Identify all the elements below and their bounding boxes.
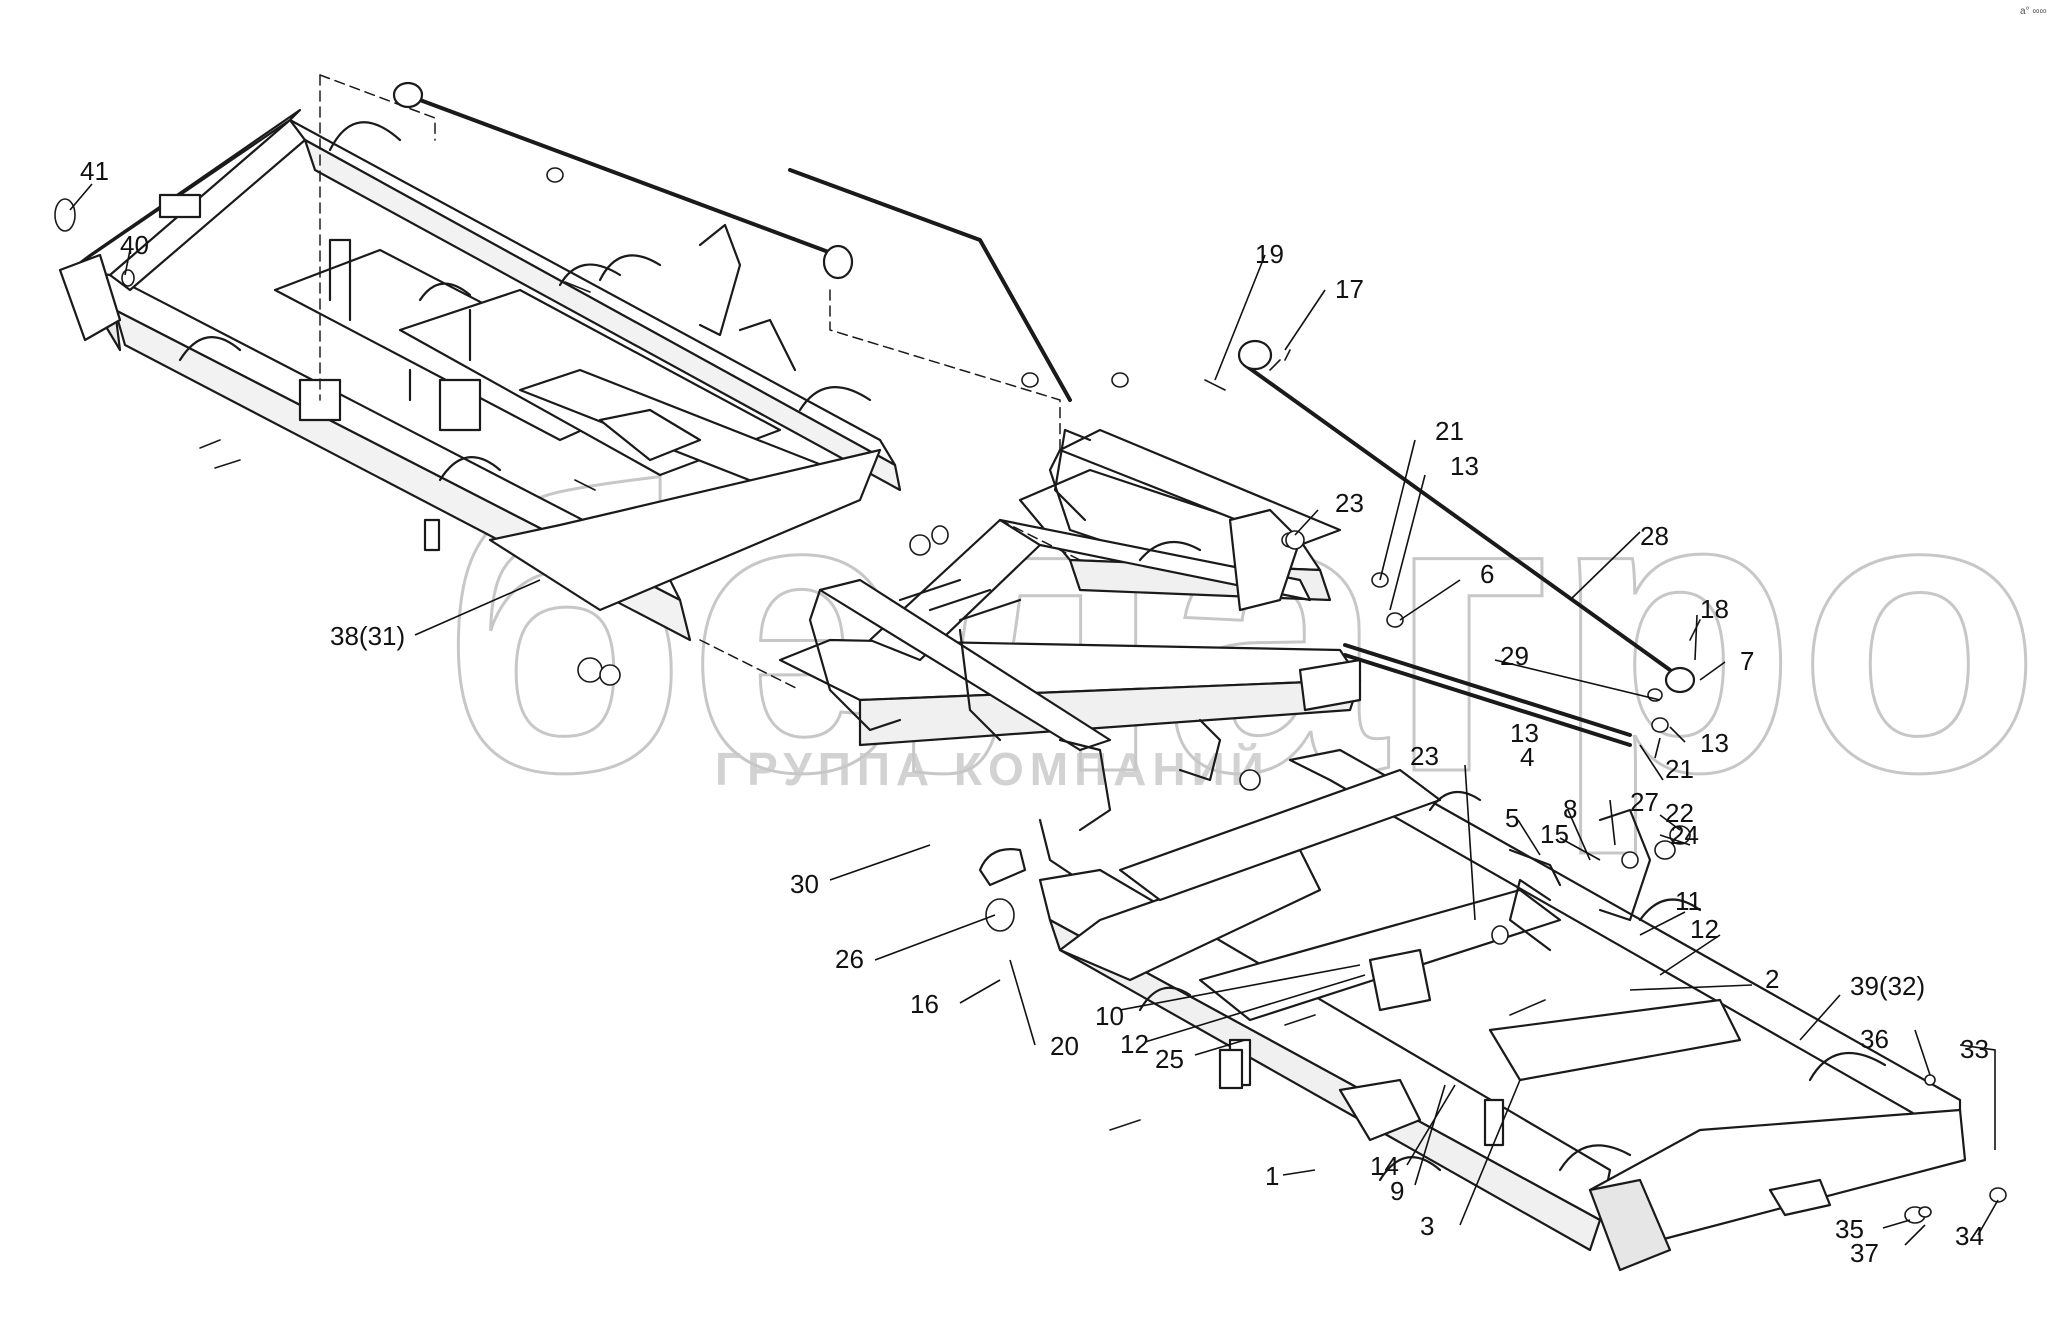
callout-label-6: 6 bbox=[1480, 559, 1494, 589]
callout-label-23a: 23 bbox=[1335, 488, 1364, 518]
callout-label-34: 34 bbox=[1955, 1221, 1984, 1251]
callout-label-21b: 21 bbox=[1665, 754, 1694, 784]
callout-label-3: 3 bbox=[1420, 1211, 1434, 1241]
callout-label-13c: 13 bbox=[1700, 728, 1729, 758]
callout-label-10: 10 bbox=[1095, 1001, 1124, 1031]
callout-label-40: 40 bbox=[120, 230, 149, 260]
frame-drawing bbox=[54, 74, 2007, 1272]
left-frame-section bbox=[58, 108, 902, 642]
callout-label-13a: 13 bbox=[1450, 451, 1479, 481]
callout-label-36: 36 bbox=[1860, 1024, 1889, 1054]
callout-label-12b: 12 bbox=[1120, 1029, 1149, 1059]
callout-label-5: 5 bbox=[1505, 803, 1519, 833]
callout-label-38: 38(31) bbox=[330, 621, 405, 651]
callout-label-21a: 21 bbox=[1435, 416, 1464, 446]
callout-label-25: 25 bbox=[1155, 1044, 1184, 1074]
callout-label-24: 24 bbox=[1670, 820, 1699, 850]
callout-label-27: 27 bbox=[1630, 787, 1659, 817]
callout-label-22: 22 bbox=[1665, 798, 1694, 828]
center-frame-section bbox=[778, 428, 1362, 887]
corner-mark: a° ∞∞ bbox=[2020, 6, 2047, 17]
callout-label-39: 39(32) bbox=[1850, 971, 1925, 1001]
watermark-subtitle: ГРУППА КОМПАНИЙ bbox=[715, 743, 1270, 795]
callout-label-7: 7 bbox=[1740, 646, 1754, 676]
callout-label-28: 28 bbox=[1640, 521, 1669, 551]
callout-label-20: 20 bbox=[1050, 1031, 1079, 1061]
callout-label-9: 9 bbox=[1390, 1176, 1404, 1206]
assembly-lines bbox=[319, 74, 1081, 691]
callout-label-30: 30 bbox=[790, 869, 819, 899]
callout-label-12a: 12 bbox=[1690, 914, 1719, 944]
callout-label-23b: 23 bbox=[1410, 741, 1439, 771]
callout-label-41: 41 bbox=[80, 156, 109, 186]
callout-label-33: 33 bbox=[1960, 1034, 1989, 1064]
callout-label-35: 35 bbox=[1835, 1214, 1864, 1244]
callout-label-13b: 13 bbox=[1510, 718, 1539, 748]
rods bbox=[392, 81, 1696, 747]
callout-label-29: 29 bbox=[1500, 641, 1529, 671]
callout-label-14: 14 bbox=[1370, 1151, 1399, 1181]
callout-label-15: 15 bbox=[1540, 819, 1569, 849]
callout-label-2: 2 bbox=[1765, 964, 1779, 994]
callout-label-1: 1 bbox=[1265, 1161, 1279, 1191]
callout-label-17: 17 bbox=[1335, 274, 1364, 304]
callout-label-4: 4 bbox=[1520, 742, 1534, 772]
callout-label-19: 19 bbox=[1255, 239, 1284, 269]
callout-label-16: 16 bbox=[910, 989, 939, 1019]
callout-label-37: 37 bbox=[1850, 1238, 1879, 1268]
callout-label-18: 18 bbox=[1700, 594, 1729, 624]
leader-lines bbox=[69, 183, 1999, 1246]
callout-label-11: 11 bbox=[1675, 886, 1702, 916]
callout-label-8: 8 bbox=[1563, 794, 1577, 824]
right-frame-section bbox=[1038, 748, 1967, 1272]
callout-label-26: 26 bbox=[835, 944, 864, 974]
